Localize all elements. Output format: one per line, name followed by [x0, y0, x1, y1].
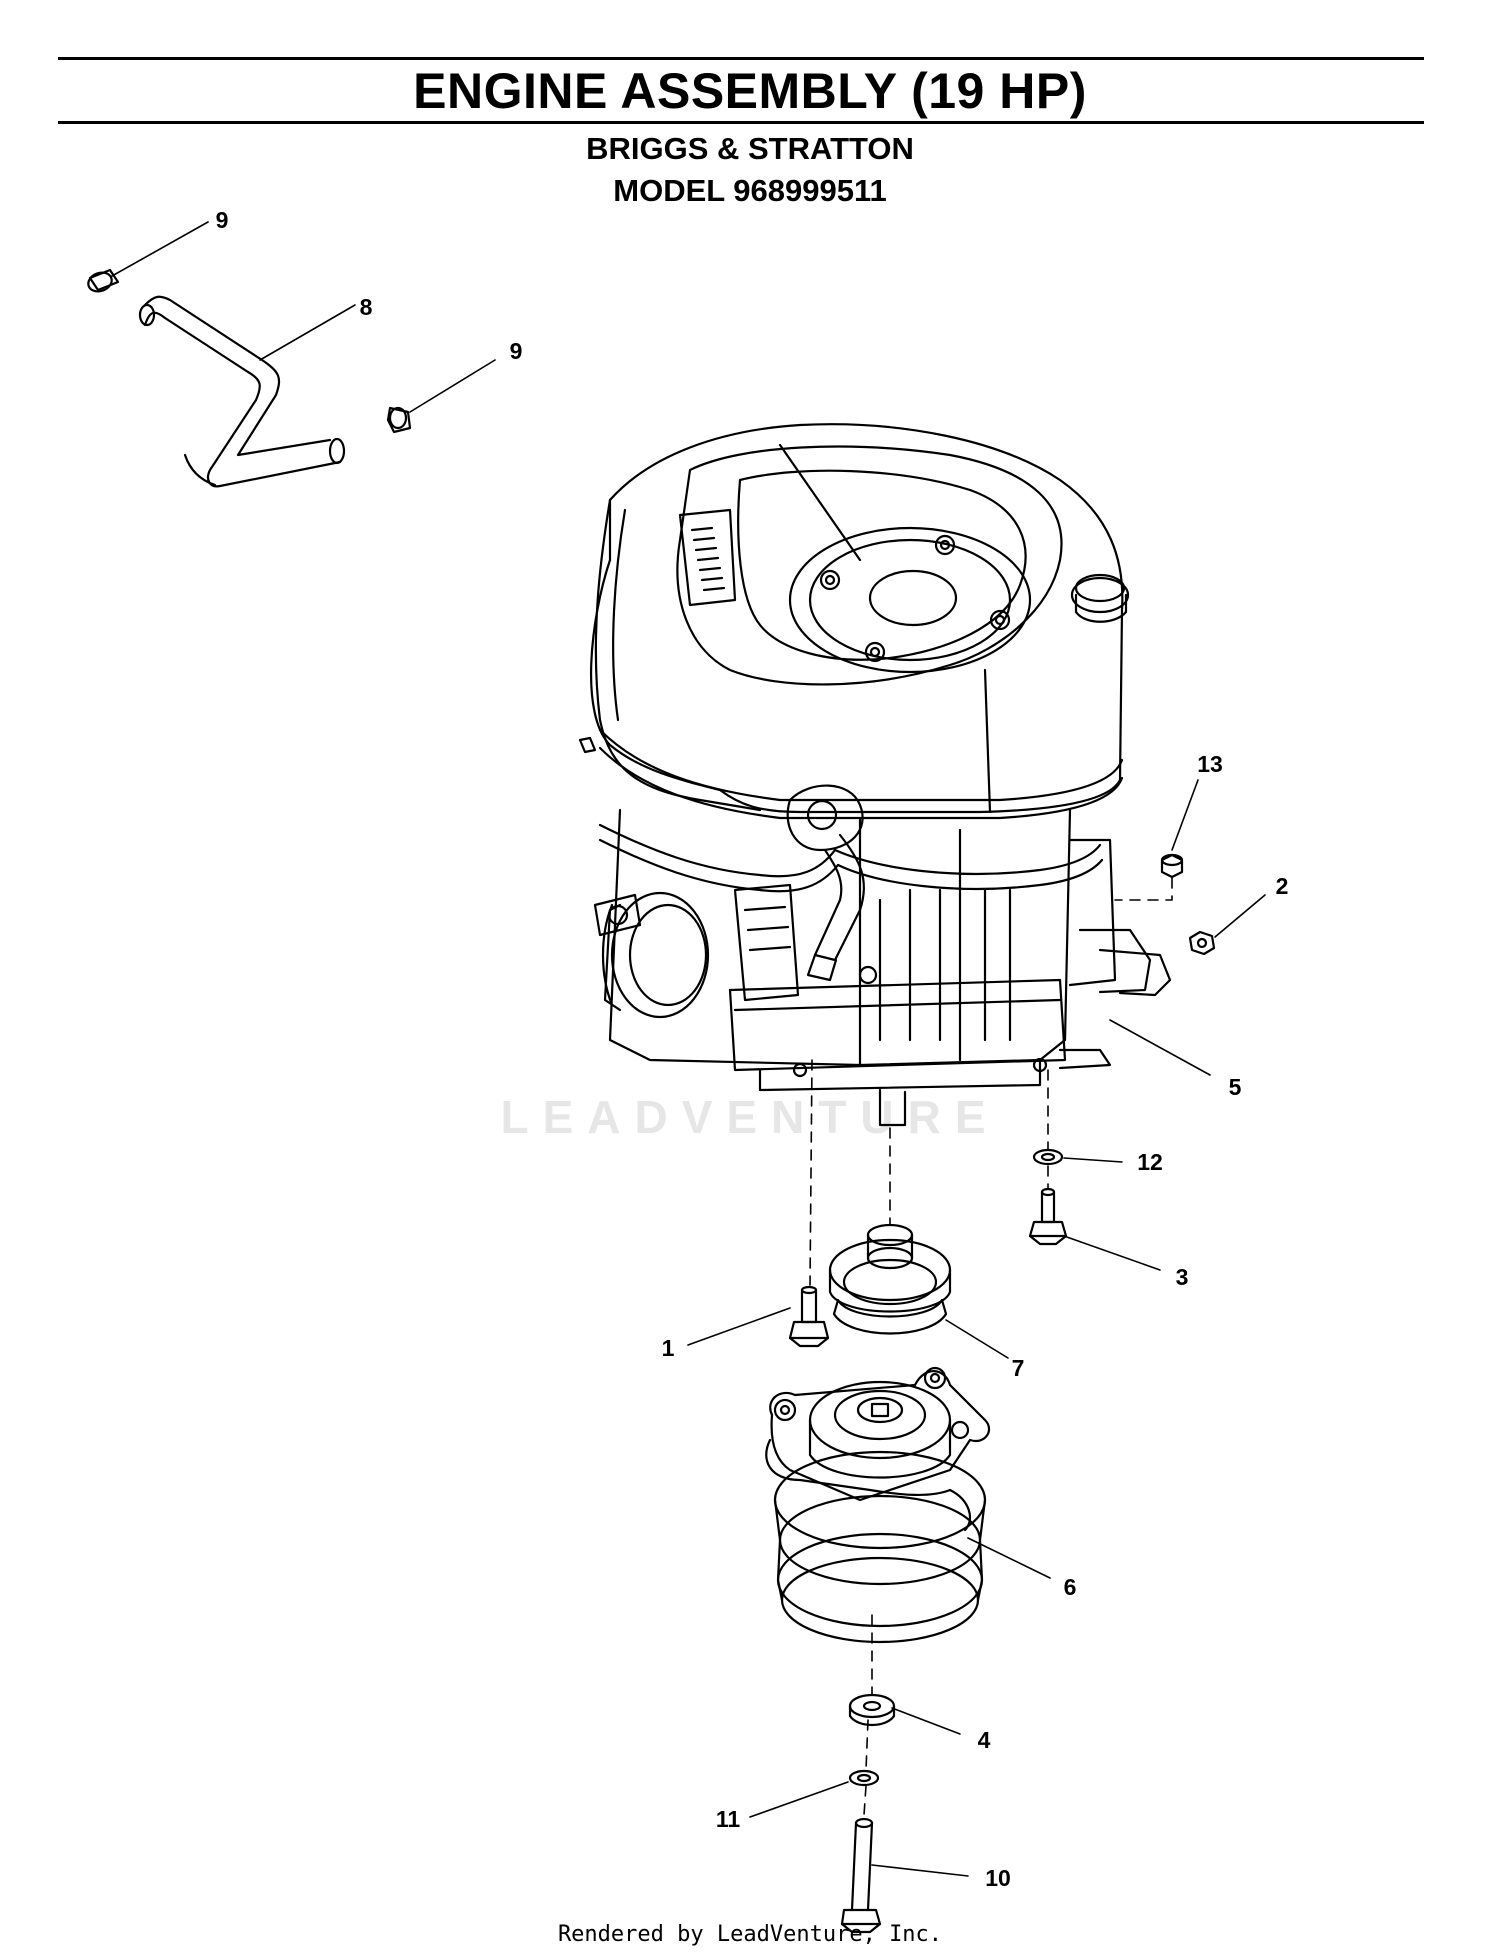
callout-2: 2 — [1276, 873, 1289, 899]
callout-13: 13 — [1197, 751, 1223, 777]
part-9-clamp-left — [87, 268, 120, 293]
callout-8: 8 — [360, 294, 373, 320]
callout-5: 5 — [1229, 1074, 1242, 1100]
callout-11: 11 — [716, 1806, 741, 1832]
callout-9-left: 9 — [216, 207, 229, 233]
part-7-pulley — [828, 1223, 952, 1335]
part-1-bolt — [788, 1285, 830, 1348]
part-13-nut — [1160, 853, 1184, 879]
part-3-bolt — [1028, 1187, 1068, 1246]
model-label: MODEL 968999511 — [613, 173, 887, 208]
part-10-bolt — [840, 1817, 882, 1934]
callout-1: 1 — [662, 1335, 675, 1361]
part-11-lockwasher — [848, 1769, 880, 1787]
part-4-spacer — [848, 1693, 896, 1727]
callout-7: 7 — [1012, 1355, 1025, 1381]
alignment-lines — [809, 877, 1173, 1816]
footer-credit: Rendered by LeadVenture, Inc. — [557, 1922, 943, 1947]
header-rule-top — [58, 57, 1424, 60]
callout-12: 12 — [1137, 1149, 1163, 1175]
page-title: ENGINE ASSEMBLY (19 HP) — [413, 63, 1087, 119]
callout-10: 10 — [985, 1865, 1011, 1891]
engine-body — [578, 423, 1172, 1127]
callout-6: 6 — [1064, 1574, 1077, 1600]
part-9-clamp-right — [386, 406, 412, 434]
part-6-pto-clutch — [765, 1366, 991, 1644]
callout-9-right: 9 — [510, 338, 523, 364]
part-8-hose — [138, 295, 346, 488]
part-2-nut — [1188, 930, 1216, 956]
callout-4: 4 — [978, 1727, 991, 1753]
callout-3: 3 — [1176, 1264, 1189, 1290]
manufacturer-label: BRIGGS & STRATTON — [586, 131, 914, 166]
part-12-lockwasher — [1032, 1148, 1064, 1166]
header-rule-bottom — [58, 121, 1424, 124]
leader-lines — [111, 221, 1266, 1877]
